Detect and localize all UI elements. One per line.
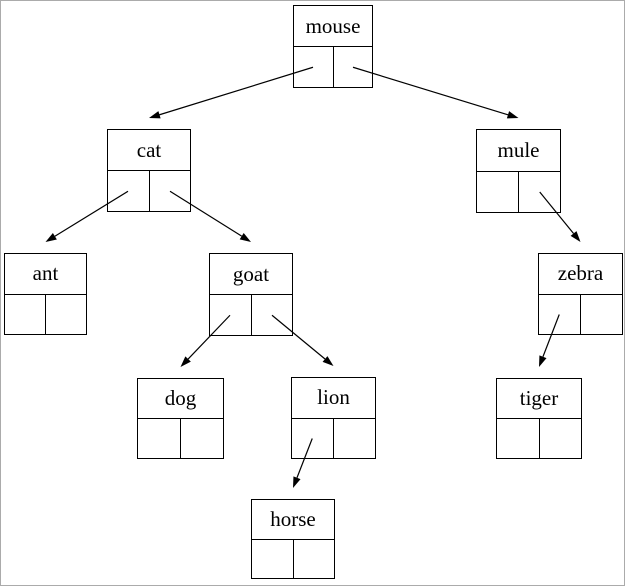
pointer-cells	[477, 170, 560, 213]
left-pointer-cell	[497, 419, 539, 458]
pointer-cells	[5, 293, 86, 335]
tree-node-zebra: zebra	[538, 253, 623, 335]
left-pointer-cell	[108, 171, 149, 211]
pointer-cells	[292, 417, 375, 459]
right-pointer-cell	[580, 294, 622, 334]
pointer-cells	[138, 418, 223, 458]
pointer-cells	[252, 538, 335, 579]
node-label: cat	[136, 137, 162, 162]
right-pointer-cell	[333, 418, 375, 458]
left-pointer-cell	[539, 295, 580, 335]
right-pointer-cell	[45, 294, 86, 334]
tree-node-cat: cat	[107, 129, 191, 212]
left-pointer-cell	[5, 295, 45, 335]
right-pointer-cell	[292, 539, 335, 578]
left-pointer-cell	[292, 419, 333, 459]
right-pointer-cell	[332, 47, 373, 87]
node-label: goat	[232, 261, 270, 286]
node-label: dog	[164, 386, 197, 410]
left-pointer-cell	[252, 540, 293, 579]
pointer-cells	[539, 293, 622, 335]
tree-node-horse: horse	[251, 499, 335, 579]
pointer-cells	[497, 418, 581, 458]
node-label: zebra	[557, 261, 604, 286]
pointer-cells	[294, 46, 372, 87]
tree-node-tiger: tiger	[496, 378, 582, 459]
node-label: mouse	[305, 13, 361, 38]
tree-node-lion: lion	[291, 377, 376, 459]
right-pointer-cell	[148, 171, 191, 211]
node-label: lion	[317, 385, 350, 410]
right-pointer-cell	[518, 171, 560, 212]
tree-node-mouse: mouse	[293, 5, 373, 88]
pointer-cells	[210, 294, 292, 335]
left-pointer-cell	[477, 172, 518, 213]
tree-node-goat: goat	[209, 253, 293, 336]
right-pointer-cell	[250, 295, 293, 335]
node-label: ant	[32, 261, 59, 286]
node-label: tiger	[519, 386, 559, 410]
tree-node-mule: mule	[476, 129, 561, 213]
tree-node-ant: ant	[4, 253, 87, 335]
left-pointer-cell	[138, 419, 180, 458]
left-pointer-cell	[294, 47, 333, 87]
node-label: mule	[497, 137, 540, 162]
right-pointer-cell	[538, 419, 582, 458]
tree-node-dog: dog	[137, 378, 224, 459]
left-pointer-cell	[210, 295, 251, 335]
right-pointer-cell	[180, 419, 223, 458]
pointer-cells	[108, 170, 190, 211]
node-label: horse	[270, 506, 316, 531]
